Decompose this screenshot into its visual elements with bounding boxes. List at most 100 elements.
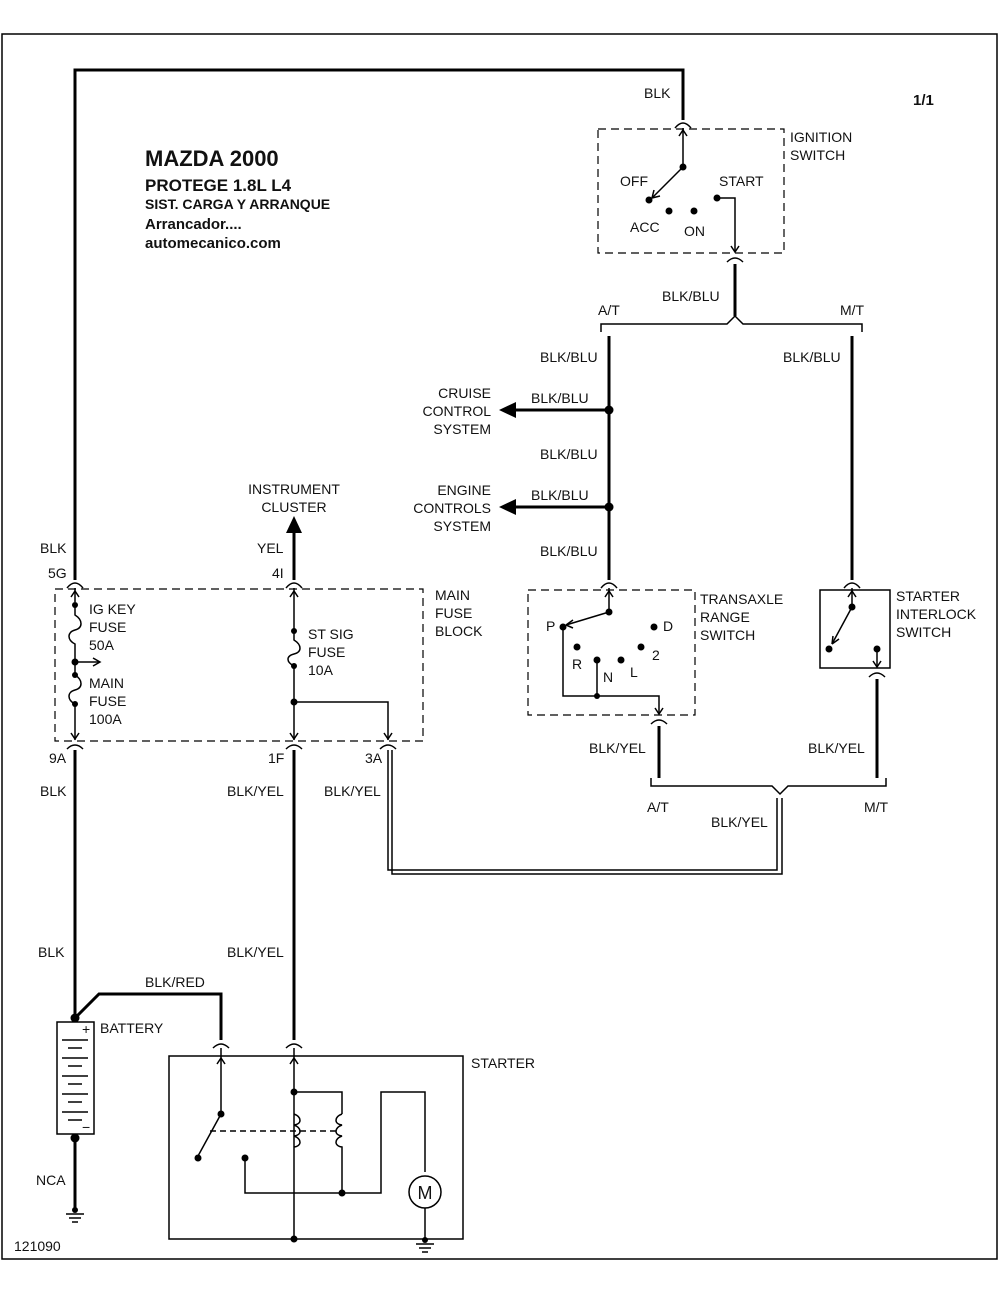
wire-label-blk-blu-ign: BLK/BLU (662, 288, 720, 304)
trs-label-r: R (572, 656, 582, 672)
ig-key-fuse-l2: FUSE (89, 619, 126, 635)
wire-label-blk-blu-at3: BLK/BLU (540, 543, 598, 559)
pin-9a: 9A (49, 750, 67, 766)
label-mt-bottom: M/T (864, 799, 889, 815)
ign-label-acc: ACC (630, 219, 660, 235)
trs-label-p: P (546, 618, 555, 634)
sis-name-1: STARTER (896, 588, 960, 604)
trs-label-2: 2 (652, 647, 660, 663)
page-number: 1/1 (913, 92, 934, 109)
starter-box (168, 1055, 464, 1240)
pin-4i: 4I (272, 565, 284, 581)
wire-label-blk-yel-lower: BLK/YEL (227, 944, 284, 960)
ig-key-fuse-l3: 50A (89, 637, 115, 653)
title-engine: PROTEGE 1.8L L4 (145, 176, 292, 195)
battery-plus: + (82, 1021, 90, 1037)
fuse-block-name-2: FUSE (435, 605, 472, 621)
diagram-id: 121090 (14, 1238, 61, 1254)
wire-label-blk-top: BLK (644, 85, 671, 101)
starter-interlock-box (819, 589, 891, 669)
st-sig-fuse (287, 631, 301, 740)
wire-return-3a-b (391, 750, 783, 875)
trs-name-3: SWITCH (700, 627, 755, 643)
wire-label-blk-yel-sis: BLK/YEL (808, 740, 865, 756)
sis-name-2: INTERLOCK (896, 606, 977, 622)
ignition-switch-connector-bottom (726, 257, 744, 263)
main-fuse-l2: FUSE (89, 693, 126, 709)
fuse-block-name-3: BLOCK (435, 623, 483, 639)
wire-label-blk-9a: BLK (40, 783, 67, 799)
engine-label-1: ENGINE (437, 482, 491, 498)
st-sig-fuse-l3: 10A (308, 662, 334, 678)
ignition-switch-box (597, 128, 785, 254)
ignition-switch-name-1: IGNITION (790, 129, 852, 145)
ig-key-fuse-l1: IG KEY (89, 601, 136, 617)
pin-3a: 3A (365, 750, 383, 766)
arrow-engine (499, 499, 516, 515)
cluster-label-1: INSTRUMENT (248, 481, 340, 497)
wire-label-blk-blu-at1: BLK/BLU (540, 349, 598, 365)
trs-name-1: TRANSAXLE (700, 591, 783, 607)
wire-label-blk-blu-mt: BLK/BLU (783, 349, 841, 365)
wire-blk-red (73, 992, 223, 1040)
title-model: MAZDA 2000 (145, 146, 279, 171)
ign-label-start: START (719, 173, 764, 189)
ground-icon-starter (416, 1237, 434, 1253)
title-subsystem: Arrancador.... (145, 216, 242, 233)
wire-blk-top (73, 68, 685, 580)
main-fuse-l3: 100A (89, 711, 122, 727)
cluster-label-2: CLUSTER (261, 499, 326, 515)
cruise-label-3: SYSTEM (433, 421, 491, 437)
wire-label-blk-red: BLK/RED (145, 974, 205, 990)
wire-label-blk-yel-3a: BLK/YEL (324, 783, 381, 799)
trs-name-2: RANGE (700, 609, 750, 625)
wire-label-blk-blu-at2: BLK/BLU (540, 446, 598, 462)
hold-coil (293, 1113, 301, 1148)
ign-label-on: ON (684, 223, 705, 239)
battery-cells (62, 1039, 88, 1121)
label-mt-top: M/T (840, 302, 865, 318)
transaxle-switch-box (527, 589, 696, 716)
wire-return-3a-a (387, 750, 778, 871)
ignition-switch-connector-top (674, 122, 692, 166)
battery-minus: − (82, 1119, 90, 1135)
wire-label-blk-blu-engine: BLK/BLU (531, 487, 589, 503)
split-bracket-top (600, 314, 863, 332)
cruise-label-2: CONTROL (423, 403, 492, 419)
battery-label: BATTERY (100, 1020, 164, 1036)
trs-label-n: N (603, 669, 613, 685)
st-sig-fuse-l2: FUSE (308, 644, 345, 660)
title-site: automecanico.com (145, 235, 281, 252)
cruise-label-1: CRUISE (438, 385, 491, 401)
pull-coil (335, 1113, 343, 1193)
diagram-frame (1, 33, 998, 1260)
wire-label-blk-yel-1f: BLK/YEL (227, 783, 284, 799)
ign-blade (651, 166, 684, 199)
join-bracket-bottom (650, 778, 887, 796)
ig-key-fuse (68, 605, 82, 662)
arrow-cruise (499, 402, 516, 418)
wire-label-yel: YEL (257, 540, 284, 556)
arrow-cluster (286, 516, 302, 533)
engine-label-3: SYSTEM (433, 518, 491, 534)
trs-label-d: D (663, 618, 673, 634)
battery-box (56, 1021, 95, 1135)
sis-name-3: SWITCH (896, 624, 951, 640)
wire-label-blk-lower: BLK (38, 944, 65, 960)
label-at-bottom: A/T (647, 799, 669, 815)
wire-label-blk-yel-trs: BLK/YEL (589, 740, 646, 756)
ground-nca: NCA (36, 1172, 66, 1188)
trs-label-l: L (630, 664, 638, 680)
engine-label-2: CONTROLS (413, 500, 491, 516)
wire-label-blk-yel-join: BLK/YEL (711, 814, 768, 830)
main-fuse-l1: MAIN (89, 675, 124, 691)
pin-5g: 5G (48, 565, 67, 581)
pin-1f: 1F (268, 750, 284, 766)
fuse-block-name-1: MAIN (435, 587, 470, 603)
ign-label-off: OFF (620, 173, 648, 189)
main-fuse-block-box (54, 588, 424, 742)
st-sig-fuse-l1: ST SIG (308, 626, 354, 642)
ignition-switch-name-2: SWITCH (790, 147, 845, 163)
wire-label-blk-blu-cruise: BLK/BLU (531, 390, 589, 406)
